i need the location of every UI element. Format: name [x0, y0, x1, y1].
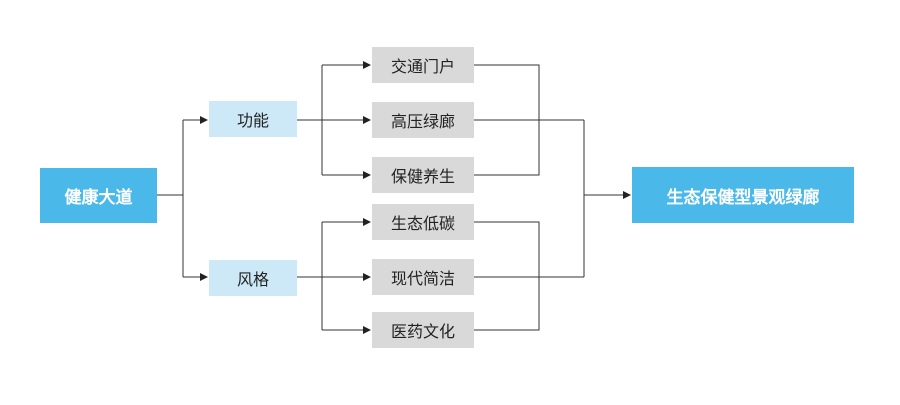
item-node-2: 高压绿廊	[372, 102, 474, 138]
item-node-1: 交通门户	[372, 47, 474, 83]
category-node-2-label: 风格	[236, 270, 269, 289]
result-node-label: 生态保健型景观绿廊	[666, 187, 820, 208]
root-node: 健康大道	[40, 168, 157, 223]
item-node-3: 保健养生	[372, 157, 474, 193]
item-node-5-label: 现代简洁	[390, 269, 455, 288]
root-node-label: 健康大道	[64, 188, 133, 208]
item-node-6: 医药文化	[372, 312, 474, 348]
item-node-4: 生态低碳	[372, 204, 474, 240]
category-node-1-label: 功能	[236, 111, 269, 130]
item-node-6-label: 医药文化	[390, 322, 455, 341]
item-node-3-label: 保健养生	[390, 167, 455, 186]
item-node-4-label: 生态低碳	[390, 214, 455, 233]
item-node-1-label: 交通门户	[390, 57, 455, 76]
item-node-2-label: 高压绿廊	[390, 112, 455, 131]
bottom-items-merge-bracket	[474, 221, 540, 331]
category-node-1: 功能	[209, 101, 297, 137]
result-node: 生态保健型景观绿廊	[632, 167, 854, 223]
item-node-5: 现代简洁	[372, 259, 474, 295]
category-node-2: 风格	[209, 260, 297, 296]
